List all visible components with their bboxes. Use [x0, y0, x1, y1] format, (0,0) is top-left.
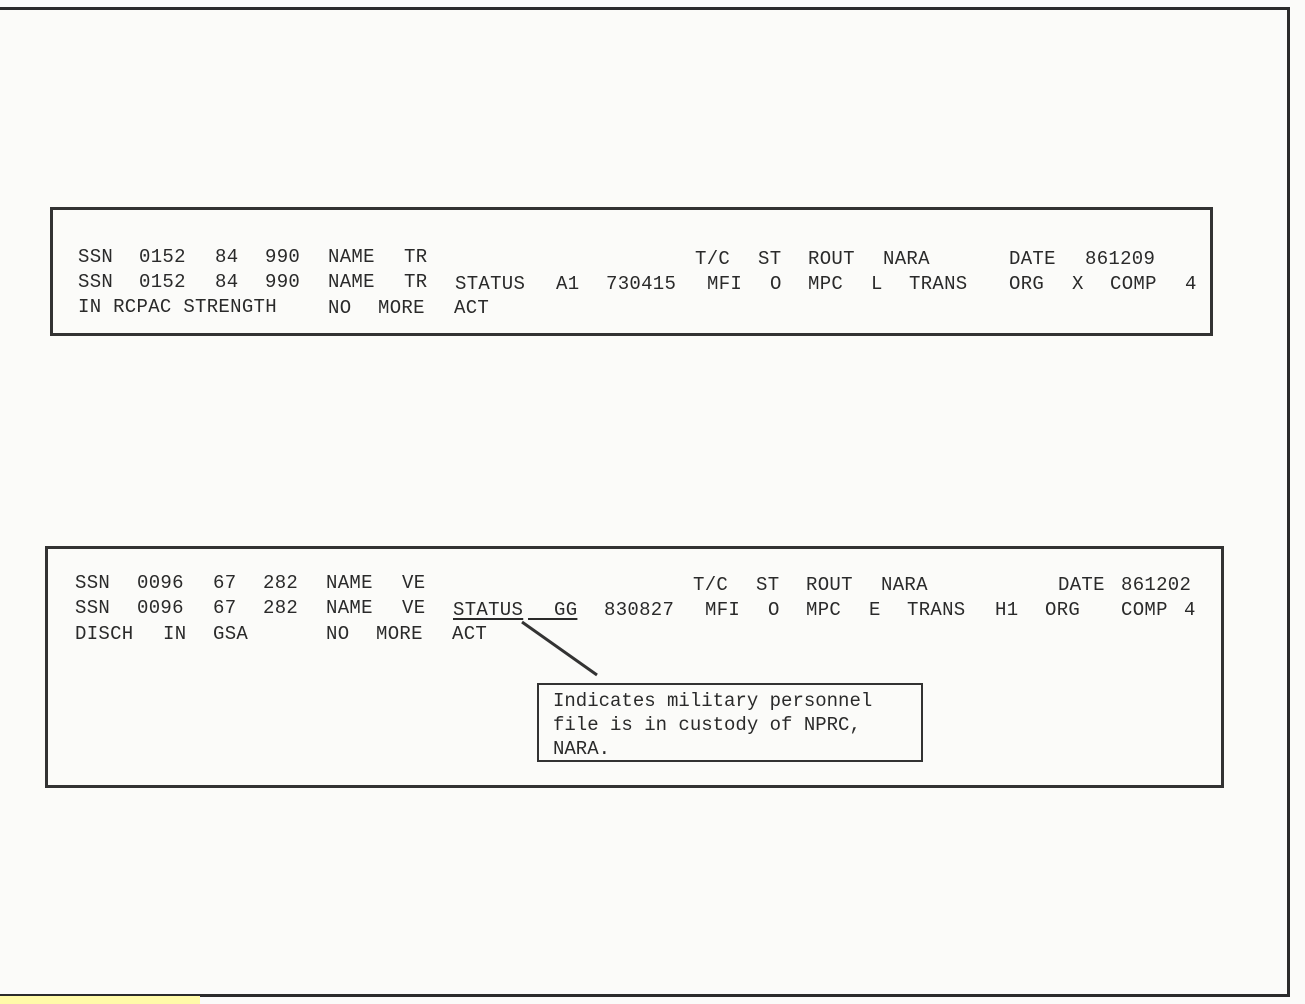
- screen-record-2: [45, 546, 1224, 788]
- more-label: MORE: [378, 297, 425, 319]
- ssn-label: SSN: [75, 572, 111, 594]
- status-date: 730415: [606, 273, 677, 295]
- date-label: DATE: [1058, 574, 1105, 596]
- status-value: GG: [554, 599, 578, 621]
- date-label: DATE: [1009, 248, 1056, 270]
- comp-value: 4: [1184, 599, 1196, 621]
- act-label: ACT: [452, 623, 488, 645]
- mpc-value: L: [871, 273, 883, 295]
- ssn-part-3: 990: [265, 271, 301, 293]
- callout-line-1: Indicates military personnel: [553, 690, 873, 712]
- status-label: STATUS: [455, 273, 526, 295]
- ssn-part-3: 282: [263, 597, 299, 619]
- org-value: X: [1072, 273, 1084, 295]
- disch-label: DISCH: [75, 623, 134, 645]
- name-label: NAME: [328, 246, 375, 268]
- org-label: ORG: [1009, 273, 1045, 295]
- name-value: VE: [402, 572, 426, 594]
- org-label: ORG: [1045, 599, 1081, 621]
- mfi-code: MFI: [705, 599, 741, 621]
- status-value: A1: [556, 273, 580, 295]
- no-label: NO: [326, 623, 350, 645]
- trans-label: TRANS: [907, 599, 966, 621]
- name-value: TR: [404, 271, 428, 293]
- act-label: ACT: [454, 297, 490, 319]
- tc-label: T/C: [695, 248, 731, 270]
- callout-line-2: file is in custody of NPRC,: [553, 714, 861, 736]
- status-date: 830827: [604, 599, 675, 621]
- st-label: ST: [758, 248, 782, 270]
- ssn-part-1: 0152: [139, 271, 186, 293]
- yellow-strip: [0, 996, 200, 1004]
- trans-value: H1: [995, 599, 1019, 621]
- mpc-label: MPC: [808, 273, 844, 295]
- ssn-label: SSN: [78, 271, 114, 293]
- callout-line-3: NARA.: [553, 738, 611, 760]
- screen-record-1: [50, 207, 1213, 336]
- mpc-label: MPC: [806, 599, 842, 621]
- comp-label: COMP: [1110, 273, 1157, 295]
- name-label: NAME: [326, 572, 373, 594]
- st-label: ST: [756, 574, 780, 596]
- more-label: MORE: [376, 623, 423, 645]
- ssn-part-2: 67: [213, 597, 237, 619]
- callout-box: Indicates military personnel file is in …: [537, 683, 923, 762]
- date-value: 861209: [1085, 248, 1156, 270]
- rout-label: ROUT: [806, 574, 853, 596]
- ssn-part-1: 0096: [137, 597, 184, 619]
- in-label: IN: [163, 623, 187, 645]
- date-value: 861202: [1121, 574, 1192, 596]
- comp-value: 4: [1185, 273, 1197, 295]
- rout-label: ROUT: [808, 248, 855, 270]
- no-label: NO: [328, 297, 352, 319]
- gsa-label: GSA: [213, 623, 249, 645]
- page-frame: [0, 7, 1290, 997]
- ssn-part-3: 282: [263, 572, 299, 594]
- ssn-part-2: 84: [215, 271, 239, 293]
- ssn-part-1: 0152: [139, 246, 186, 268]
- comp-label: COMP: [1121, 599, 1168, 621]
- ssn-part-1: 0096: [137, 572, 184, 594]
- mpc-value: E: [869, 599, 881, 621]
- ssn-part-3: 990: [265, 246, 301, 268]
- name-value: TR: [404, 246, 428, 268]
- name-label: NAME: [326, 597, 373, 619]
- name-label: NAME: [328, 271, 375, 293]
- st-value: O: [770, 273, 782, 295]
- ssn-label: SSN: [78, 246, 114, 268]
- status-message: IN RCPAC STRENGTH: [78, 296, 277, 318]
- ssn-label: SSN: [75, 597, 111, 619]
- rout-value: NARA: [881, 574, 928, 596]
- mfi-code: MFI: [707, 273, 743, 295]
- name-value: VE: [402, 597, 426, 619]
- trans-label: TRANS: [909, 273, 968, 295]
- st-value: O: [768, 599, 780, 621]
- status-label: STATUS: [453, 599, 524, 621]
- tc-label: T/C: [693, 574, 729, 596]
- ssn-part-2: 67: [213, 572, 237, 594]
- ssn-part-2: 84: [215, 246, 239, 268]
- rout-value: NARA: [883, 248, 930, 270]
